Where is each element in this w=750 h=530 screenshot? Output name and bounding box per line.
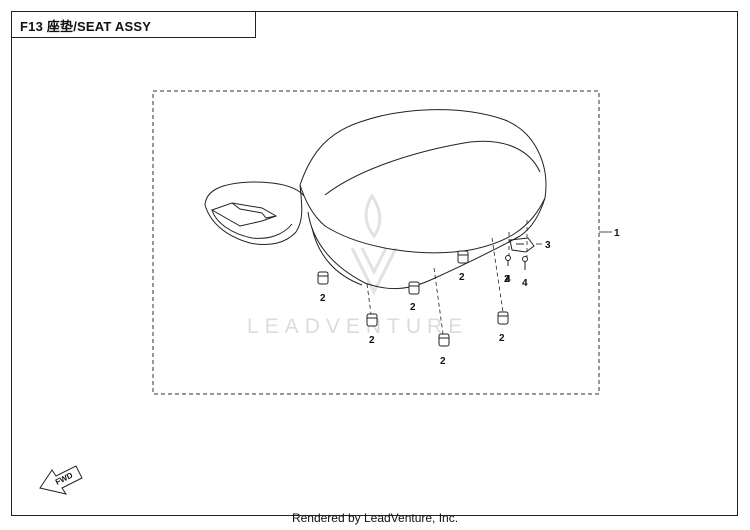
seat-body	[204, 109, 547, 290]
pad-4	[366, 313, 378, 327]
diagram-title: F13 座垫/SEAT ASSY	[20, 19, 152, 34]
callout-pad-f: 2	[499, 333, 505, 344]
pad-3	[457, 250, 469, 264]
pad-5	[438, 333, 450, 347]
watermark-logo	[350, 193, 398, 296]
callout-assembly: 1	[614, 228, 620, 239]
seat-latch	[505, 237, 535, 270]
assembly-boundary	[152, 90, 600, 395]
callout-bolt-a: 4	[505, 274, 511, 285]
callout-pad-e: 2	[440, 356, 446, 367]
pad-1	[317, 271, 329, 285]
footer-credit: Rendered by LeadVenture, Inc.	[291, 511, 459, 525]
callout-bolt-b: 4	[522, 278, 528, 289]
callout-latch: 3	[545, 240, 551, 251]
title-box	[11, 11, 256, 38]
watermark-text: LEADVENTURE	[247, 315, 469, 338]
rubber-pads	[317, 250, 509, 347]
leader-lines	[366, 220, 612, 335]
callout-pad-d: 2	[369, 335, 375, 346]
pad-2	[408, 281, 420, 295]
fwd-arrow-icon: FWD	[39, 465, 83, 495]
callout-pad-a: 2	[320, 293, 326, 304]
callout-pad-b: 2	[410, 302, 416, 313]
callout-pad-g: 2	[504, 274, 510, 285]
pad-6	[497, 311, 509, 325]
drawing-frame	[11, 11, 738, 516]
callout-pad-c: 2	[459, 272, 465, 283]
